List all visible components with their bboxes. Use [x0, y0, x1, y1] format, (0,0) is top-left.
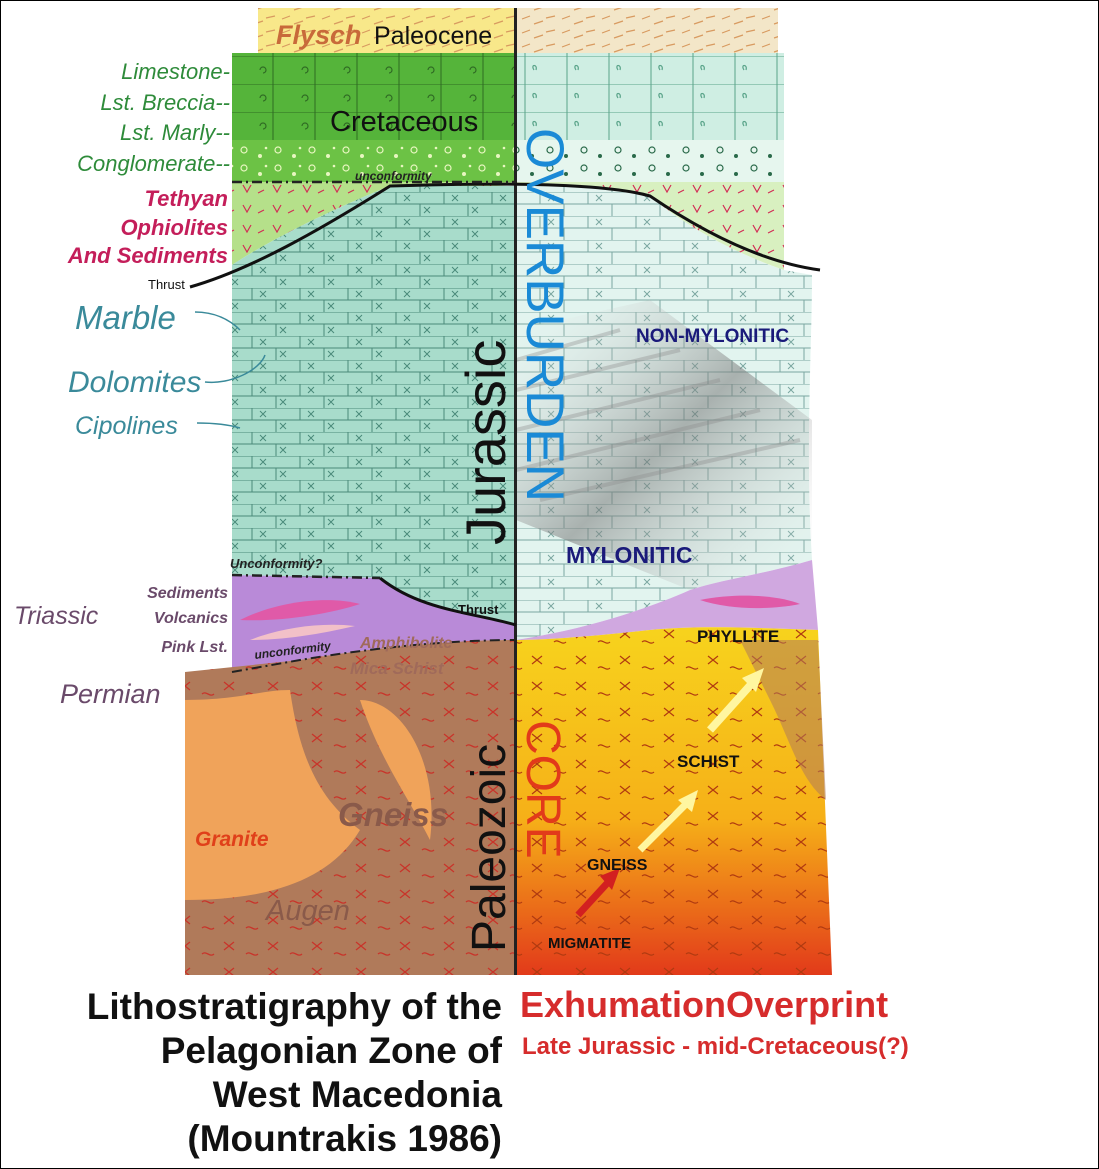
label-gneiss-left: Gneiss [338, 796, 448, 833]
label-augen: Augen [264, 895, 350, 927]
label-mylonitic: MYLONITIC [566, 542, 693, 568]
label-dolomites: Dolomites [68, 366, 201, 399]
title-right-line2: Late Jurassic - mid-Cretaceous(?) [522, 1033, 909, 1061]
label-jurassic: Jurassic [454, 340, 517, 545]
label-thrust-lower: Thrust [458, 602, 499, 617]
label-overburden: OVERBURDEN [515, 128, 574, 502]
label-volcanics: Volcanics [154, 610, 228, 627]
label-permian: Permian [60, 679, 161, 709]
title-left-line3: West Macedonia [213, 1073, 502, 1117]
label-mica-schist: Mica Schist [350, 659, 445, 678]
label-gneiss-right: GNEISS [587, 857, 648, 874]
label-phyllite: PHYLLITE [697, 627, 779, 646]
label-limestone: Limestone- [121, 59, 230, 84]
label-pink-lst: Pink Lst. [161, 639, 228, 656]
label-ophiolites: Ophiolites [120, 215, 228, 240]
title-left-line2: Pelagonian Zone of [161, 1029, 502, 1073]
label-amphibolite: Amphibolite [359, 635, 453, 652]
label-tethyan: Tethyan [144, 186, 228, 211]
title-right-line1: ExhumationOverprint [520, 984, 888, 1026]
label-core: CORE [516, 720, 569, 859]
label-migmatite: MIGMATITE [548, 935, 631, 952]
label-and-sediments: And Sediments [67, 243, 228, 268]
label-granite: Granite [195, 828, 269, 851]
label-schist: SCHIST [677, 752, 740, 771]
label-lst-breccia: Lst. Breccia-- [100, 90, 230, 115]
label-paleocene: Paleocene [374, 22, 492, 50]
label-sediments: Sediments [147, 585, 228, 602]
label-cretaceous: Cretaceous [330, 106, 478, 138]
label-marble: Marble [75, 299, 176, 336]
label-lst-marly: Lst. Marly-- [120, 120, 230, 145]
label-unconformity-q: Unconformity? [230, 556, 323, 571]
label-conglomerate: Conglomerate-- [77, 151, 230, 176]
title-left-line4: (Mountrakis 1986) [187, 1117, 502, 1161]
label-flysch: Flysch [276, 20, 362, 50]
label-thrust-upper: Thrust [148, 277, 185, 292]
label-unconformity-top: unconformity [355, 169, 433, 183]
label-cipolines: Cipolines [75, 412, 178, 440]
label-triassic: Triassic [14, 602, 99, 630]
title-left-line1: Lithostratigraphy of the [87, 985, 502, 1029]
label-paleozoic: Paleozoic [463, 744, 516, 952]
label-non-mylonitic: NON-MYLONITIC [636, 326, 789, 347]
